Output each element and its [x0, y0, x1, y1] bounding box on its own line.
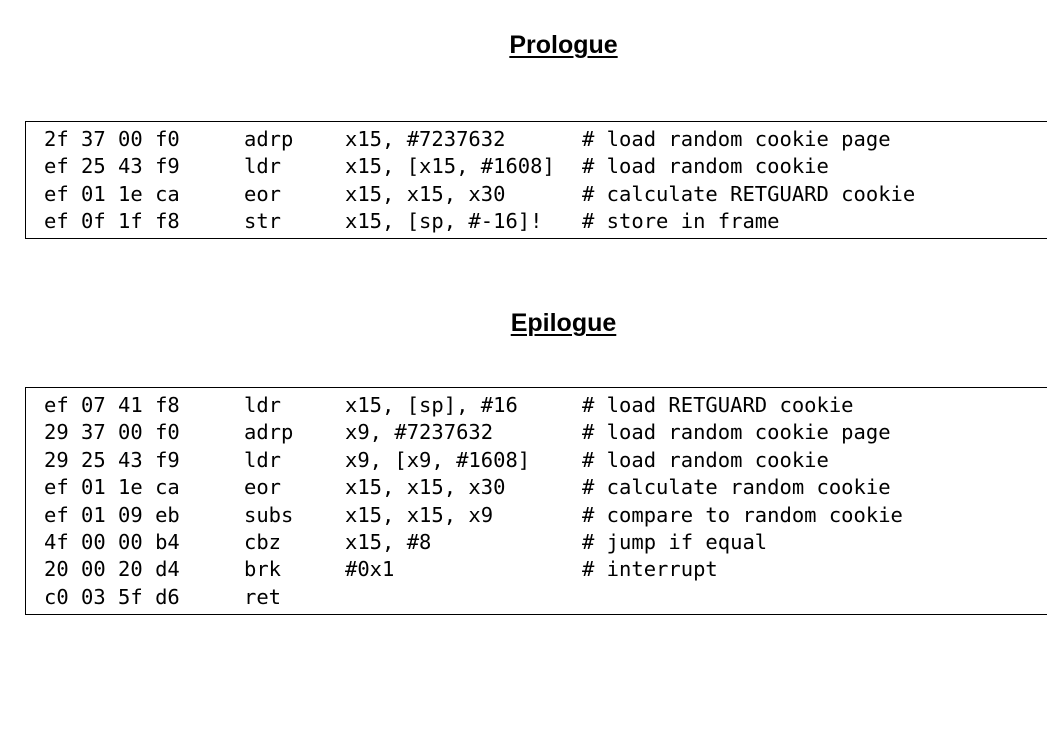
- code-row: 29 25 43 f9 ldr x9, [x9, #1608] # load r…: [44, 447, 1047, 474]
- code-row: ef 07 41 f8 ldr x15, [sp], #16 # load RE…: [44, 392, 1047, 419]
- instruction-mnemonic: cbz: [244, 529, 282, 554]
- code-row: 20 00 20 d4 brk #0x1 # interrupt: [44, 556, 1047, 583]
- instruction-mnemonic: ldr: [244, 154, 282, 179]
- instruction-comment: # load random cookie: [582, 154, 829, 179]
- machine-code-bytes: ef 01 1e ca: [44, 475, 180, 500]
- instruction-operands: x15, [x15, #1608]: [345, 154, 555, 179]
- instruction-operands: x15, #7237632: [345, 127, 506, 151]
- instruction-comment: # compare to random cookie: [582, 502, 903, 527]
- machine-code-bytes: c0 03 5f d6: [44, 584, 180, 609]
- machine-code-bytes: 2f 37 00 f0: [44, 127, 180, 151]
- code-row: 29 37 00 f0 adrp x9, #7237632 # load ran…: [44, 419, 1047, 446]
- instruction-operands: #0x1: [345, 557, 395, 582]
- instruction-mnemonic: adrp: [244, 127, 294, 151]
- code-row: ef 01 1e ca eor x15, x15, x30 # calculat…: [44, 181, 1047, 208]
- instruction-comment: # load random cookie: [582, 447, 829, 472]
- code-row: 2f 37 00 f0 adrp x15, #7237632 # load ra…: [44, 126, 1047, 153]
- code-row: ef 01 09 eb subs x15, x15, x9 # compare …: [44, 502, 1047, 529]
- epilogue-title: Epilogue: [510, 309, 617, 337]
- instruction-mnemonic: adrp: [244, 420, 294, 445]
- machine-code-bytes: 29 37 00 f0: [44, 420, 180, 445]
- machine-code-bytes: ef 07 41 f8: [44, 393, 180, 417]
- instruction-mnemonic: ldr: [244, 393, 282, 417]
- code-row: c0 03 5f d6 ret: [44, 584, 1047, 611]
- instruction-mnemonic: ldr: [244, 447, 282, 472]
- instruction-operands: x15, x15, x9: [345, 502, 494, 527]
- machine-code-bytes: 20 00 20 d4: [44, 557, 180, 582]
- instruction-operands: x9, [x9, #1608]: [345, 447, 531, 472]
- machine-code-bytes: ef 0f 1f f8: [44, 209, 180, 234]
- instruction-operands: x15, [sp], #16: [345, 393, 518, 417]
- instruction-mnemonic: eor: [244, 475, 282, 500]
- machine-code-bytes: 4f 00 00 b4: [44, 529, 180, 554]
- instruction-comment: # calculate RETGUARD cookie: [582, 181, 916, 206]
- instruction-comment: # load random cookie page: [582, 127, 891, 151]
- machine-code-bytes: ef 01 1e ca: [44, 181, 180, 206]
- code-row: ef 01 1e ca eor x15, x15, x30 # calculat…: [44, 474, 1047, 501]
- instruction-mnemonic: brk: [244, 557, 282, 582]
- instruction-operands: x15, x15, x30: [345, 181, 506, 206]
- epilogue-code-box: ef 07 41 f8 ldr x15, [sp], #16 # load RE…: [25, 387, 1047, 615]
- machine-code-bytes: 29 25 43 f9: [44, 447, 180, 472]
- code-row: ef 0f 1f f8 str x15, [sp, #-16]! # store…: [44, 208, 1047, 235]
- code-row: 4f 00 00 b4 cbz x15, #8 # jump if equal: [44, 529, 1047, 556]
- instruction-operands: x9, #7237632: [345, 420, 494, 445]
- instruction-comment: # jump if equal: [582, 529, 768, 554]
- instruction-operands: x15, x15, x30: [345, 475, 506, 500]
- code-row: ef 25 43 f9 ldr x15, [x15, #1608] # load…: [44, 153, 1047, 180]
- instruction-mnemonic: eor: [244, 181, 282, 206]
- instruction-mnemonic: ret: [244, 584, 282, 609]
- machine-code-bytes: ef 01 09 eb: [44, 502, 180, 527]
- machine-code-bytes: ef 25 43 f9: [44, 154, 180, 179]
- instruction-mnemonic: str: [244, 209, 282, 234]
- instruction-operands: x15, #8: [345, 529, 432, 554]
- instruction-comment: # store in frame: [582, 209, 780, 234]
- prologue-code-box: 2f 37 00 f0 adrp x15, #7237632 # load ra…: [25, 121, 1047, 239]
- prologue-title: Prologue: [509, 31, 618, 59]
- instruction-comment: # interrupt: [582, 557, 718, 582]
- instruction-comment: # load random cookie page: [582, 420, 891, 445]
- instruction-mnemonic: subs: [244, 502, 294, 527]
- instruction-comment: # load RETGUARD cookie: [582, 393, 854, 417]
- instruction-operands: x15, [sp, #-16]!: [345, 209, 543, 234]
- instruction-comment: # calculate random cookie: [582, 475, 891, 500]
